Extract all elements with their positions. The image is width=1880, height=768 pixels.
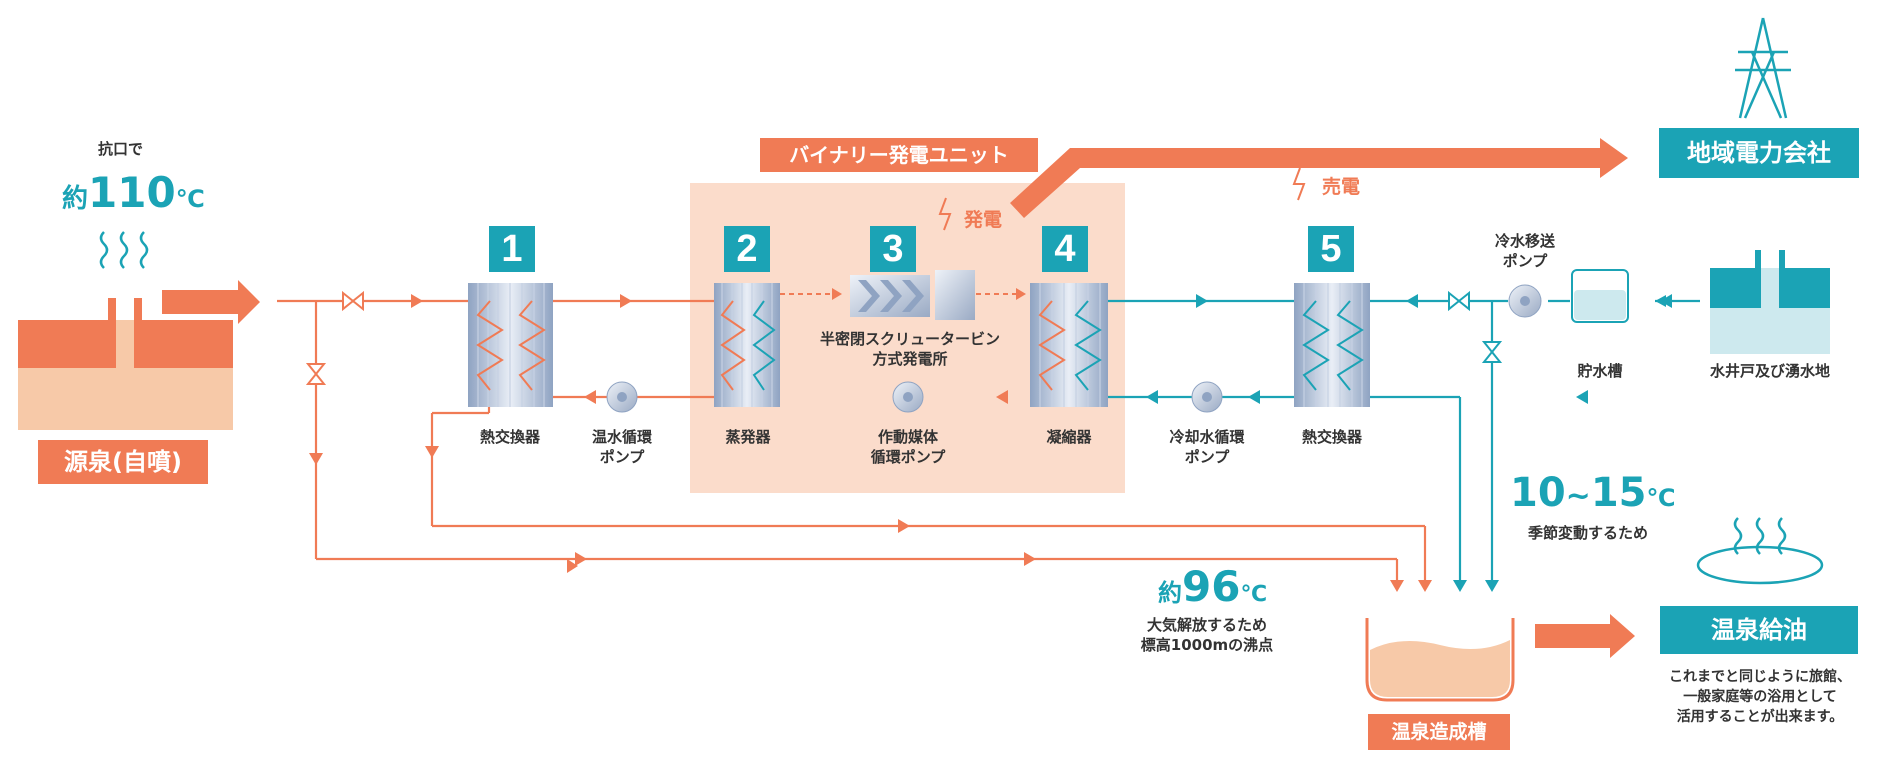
supply-description-line1: これまでと同じように旅館、 bbox=[1669, 669, 1851, 685]
water-source-well bbox=[1710, 250, 1830, 354]
water-source-arrow bbox=[1655, 295, 1666, 307]
storage-tank-label: 貯水槽 bbox=[1577, 362, 1623, 380]
cold-flow-arrows bbox=[1146, 294, 1672, 592]
evaporator-2 bbox=[714, 283, 780, 407]
hot-spring-source bbox=[18, 298, 233, 430]
mixed-temperature-note-line1: 大気解放するため bbox=[1146, 616, 1267, 634]
cold-temperature-note: 季節変動するため bbox=[1527, 524, 1648, 542]
heat-exchanger-1 bbox=[468, 283, 553, 407]
cooling-water-pump-label-line2: ポンプ bbox=[1184, 448, 1230, 466]
hot-water-pipes bbox=[277, 299, 1427, 588]
heat-exchanger-5 bbox=[1294, 283, 1370, 407]
supply-description-line3: 活用することが出来ます。 bbox=[1676, 709, 1844, 725]
cold-transfer-pump-label-line2: ポンプ bbox=[1502, 252, 1548, 270]
power-tower-icon bbox=[1735, 17, 1791, 119]
cooling-water-pump-label-line1: 冷却水循環 bbox=[1169, 428, 1245, 446]
source-outflow-arrow bbox=[162, 280, 260, 324]
generation-label: 発電 bbox=[964, 209, 1003, 231]
turbine-3 bbox=[850, 270, 975, 320]
power-sale-arrow bbox=[1010, 138, 1628, 218]
step-number-1: 1 bbox=[489, 226, 535, 272]
step-number-4: 4 bbox=[1042, 226, 1088, 272]
evaporator-label: 蒸発器 bbox=[725, 428, 771, 446]
hot-flow-arrows bbox=[309, 288, 1432, 592]
supply-description-line2: 一般家庭等の浴用として bbox=[1683, 689, 1837, 705]
condenser-4 bbox=[1030, 283, 1108, 407]
cold-temperature-range: 10~15℃ bbox=[1510, 470, 1676, 516]
storage-tank bbox=[1571, 269, 1629, 323]
heat-exchanger-1-label: 熱交換器 bbox=[479, 428, 540, 446]
cold-transfer-pump-icon bbox=[1508, 284, 1542, 318]
steam-icon bbox=[99, 231, 149, 269]
mixed-temperature: 約96℃ bbox=[1158, 562, 1268, 611]
turbine-label-line2: 方式発電所 bbox=[872, 350, 948, 368]
working-fluid-pump-label-line1: 作動媒体 bbox=[877, 428, 938, 446]
hot-water-pump-icon bbox=[606, 381, 638, 413]
source-label: 源泉(自噴) bbox=[38, 440, 208, 484]
hot-water-pump-label-line2: ポンプ bbox=[599, 448, 645, 466]
hot-water-pump-label-line1: 温水循環 bbox=[591, 428, 652, 446]
working-fluid-pump-label-line2: 循環ポンプ bbox=[870, 448, 946, 466]
cold-transfer-pump-label-line1: 冷水移送 bbox=[1494, 232, 1555, 250]
lightning-icon-generation bbox=[938, 197, 952, 231]
source-temperature: 約110℃ bbox=[62, 168, 205, 217]
cold-valves bbox=[1448, 290, 1503, 363]
sale-label: 売電 bbox=[1322, 176, 1361, 198]
lightning-icon-sale bbox=[1292, 167, 1306, 201]
supply-arrow bbox=[1535, 614, 1635, 658]
working-fluid-pump-icon bbox=[892, 381, 924, 413]
hot-spring-mixing-tank bbox=[1365, 618, 1515, 702]
mixing-tank-label: 温泉造成槽 bbox=[1368, 714, 1510, 750]
supply-title: 温泉給油 bbox=[1660, 606, 1858, 654]
mixed-temperature-note-line2: 標高1000mの沸点 bbox=[1140, 636, 1274, 654]
turbine-label-line1: 半密閉スクリュータービン bbox=[819, 330, 1000, 348]
hot-valves bbox=[305, 290, 364, 385]
step-number-2: 2 bbox=[724, 226, 770, 272]
binary-unit-title: バイナリー発電ユニット bbox=[760, 138, 1038, 172]
power-company-label: 地域電力会社 bbox=[1659, 128, 1859, 178]
condenser-label: 凝縮器 bbox=[1046, 428, 1092, 446]
cooling-water-pump-icon bbox=[1191, 381, 1223, 413]
step-number-5: 5 bbox=[1308, 226, 1354, 272]
step-number-3: 3 bbox=[870, 226, 916, 272]
heat-exchanger-5-label: 熱交換器 bbox=[1301, 428, 1362, 446]
outlet-label: 抗口で bbox=[98, 140, 144, 158]
water-source-label: 水井戸及び湧水地 bbox=[1709, 362, 1830, 380]
onsen-icon bbox=[1696, 517, 1824, 585]
